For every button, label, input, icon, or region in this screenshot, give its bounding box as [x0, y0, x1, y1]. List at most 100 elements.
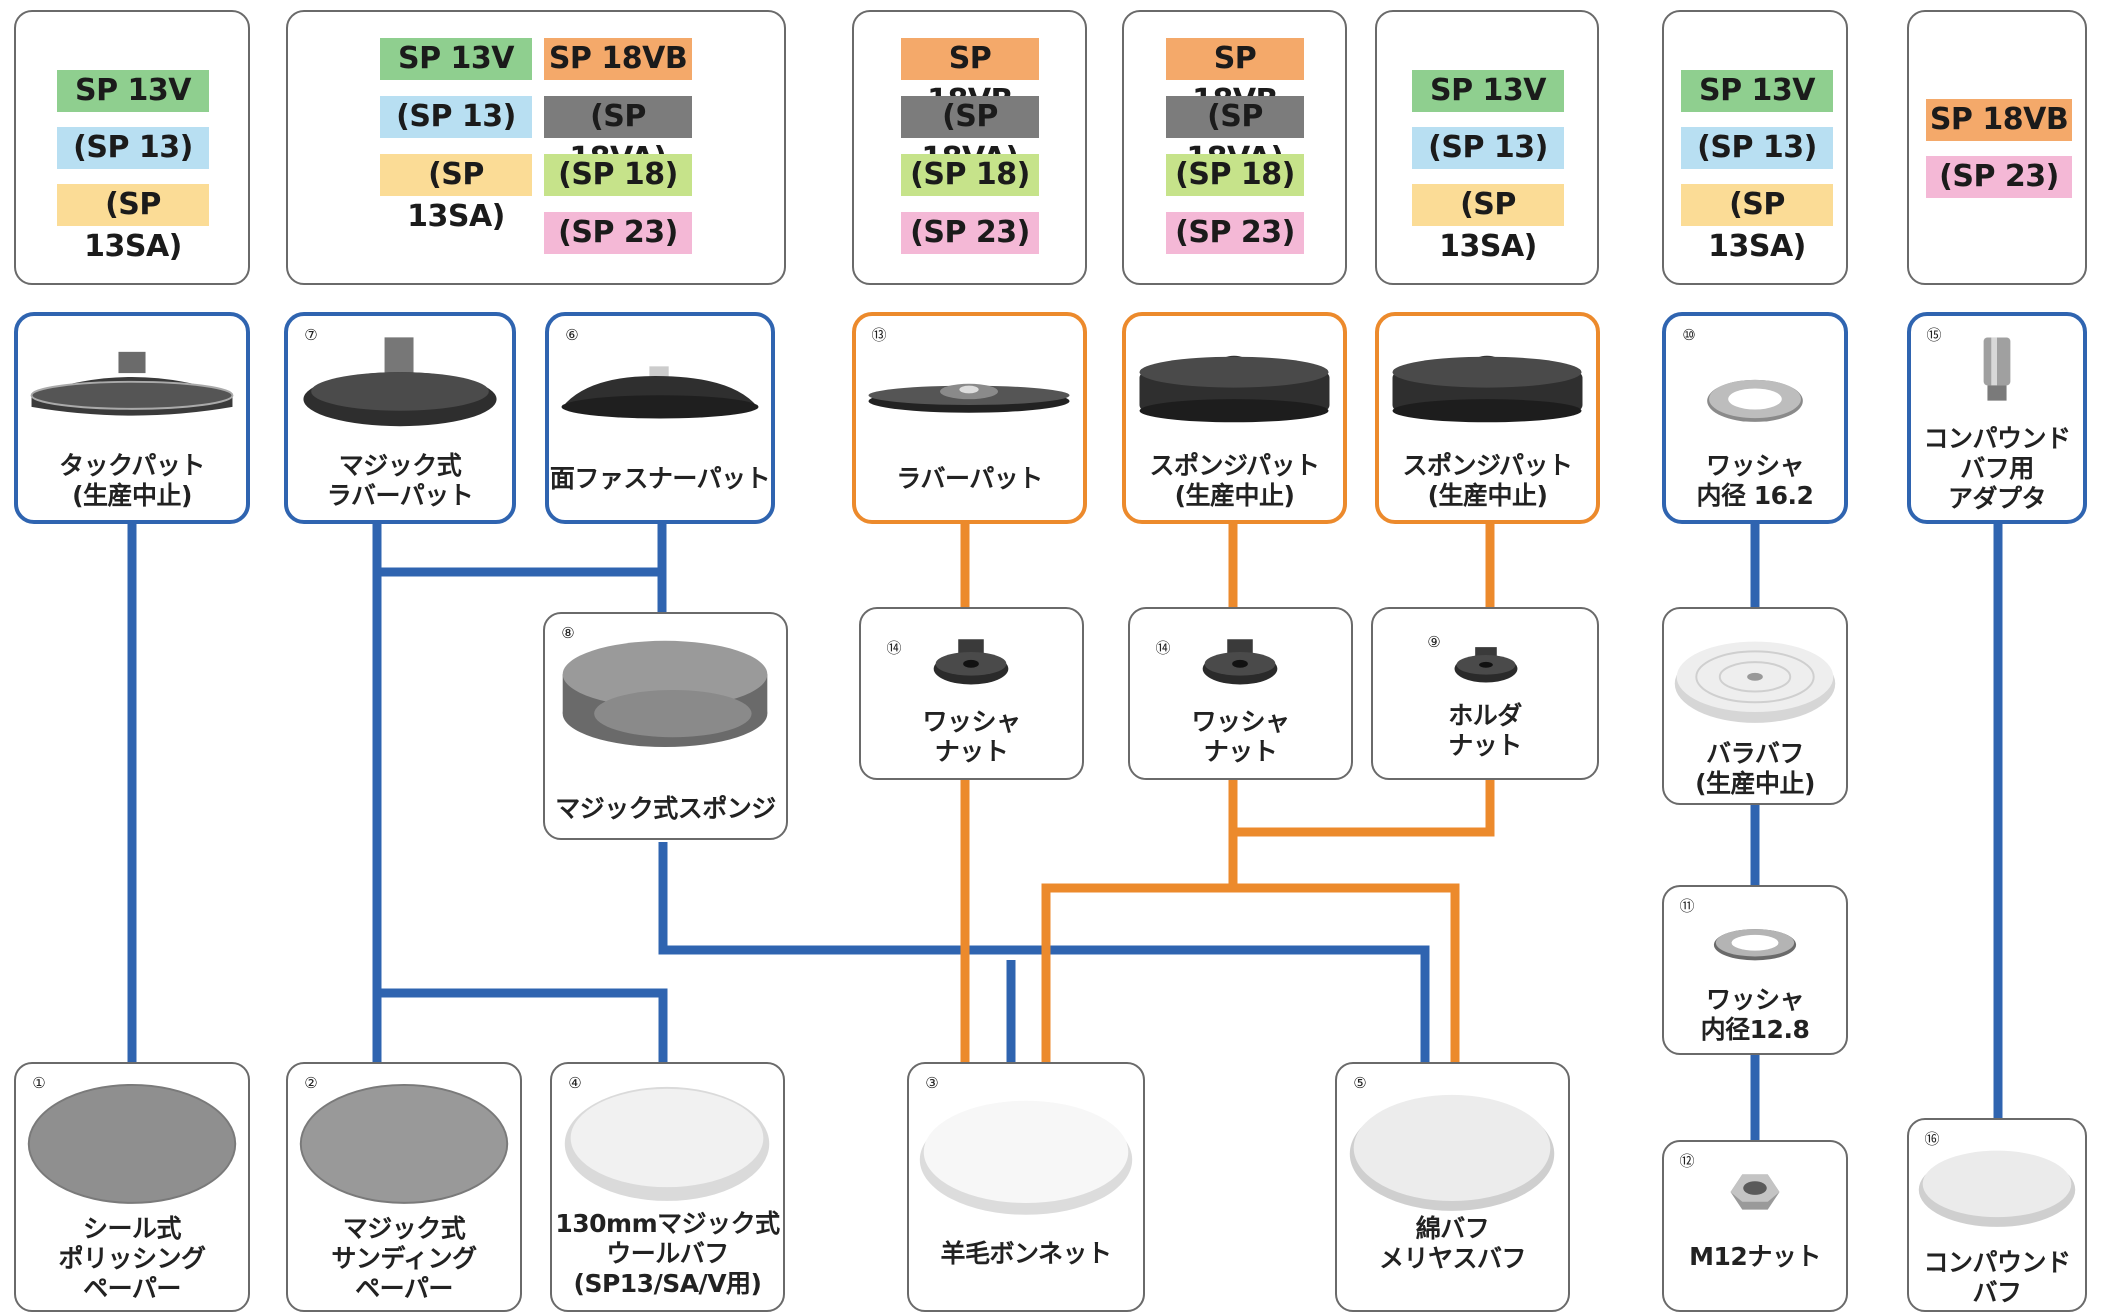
wool-buff-icon [564, 1086, 770, 1201]
sponge-pad-card-1[interactable]: スポンジパット (生産中止) [1122, 312, 1347, 524]
tack-pad-card[interactable]: タックパット (生産中止) [14, 312, 250, 524]
model-group-2: SP 13V SP 18VB (SP 13) (SP 18VA) (SP 13S… [286, 10, 786, 285]
model-sp13: (SP 13) [380, 96, 532, 138]
rubber-pad-icon [868, 383, 1070, 413]
model-group-5: SP 13V (SP 13) (SP 13SA) [1375, 10, 1599, 285]
num-4: ④ [568, 1074, 582, 1092]
compound-buff-label: コンパウンド バフ [1923, 1248, 2071, 1307]
magic-sponge-label: マジック式スポンジ [555, 794, 776, 823]
m12-nut-label: M12ナット [1689, 1242, 1821, 1271]
hook-loop-pad-card[interactable]: ⑥ 面ファスナーパット [545, 312, 775, 524]
model-group-1: SP 13V (SP 13) (SP 13SA) [14, 10, 250, 285]
model-sp18: (SP 18) [901, 154, 1039, 196]
wool-bonnet-icon [919, 1100, 1133, 1215]
model-sp23: (SP 23) [544, 212, 692, 254]
wool-buff-card[interactable]: ④ 130mmマジック式 ウールバフ (SP13/SA/V用) [550, 1062, 785, 1312]
rubber-pad-label: ラバーパット [896, 464, 1043, 493]
num-15: ⑮ [1926, 326, 1942, 344]
bara-buff-label: バラバフ (生産中止) [1695, 739, 1815, 798]
model-sp18va: (SP 18VA) [901, 96, 1039, 176]
hook-loop-pad-label: 面ファスナーパット [549, 464, 771, 493]
model-sp18: (SP 18) [1166, 154, 1304, 196]
tack-pad-label: タックパット (生産中止) [59, 451, 205, 510]
model-sp13v: SP 13V [1681, 70, 1833, 112]
compound-buff-card[interactable]: ⑯ コンパウンド バフ [1907, 1118, 2087, 1312]
compound-adapter-label: コンパウンド バフ用 アダプタ [1923, 424, 2071, 513]
hook-loop-pad-icon [561, 366, 759, 419]
bara-buff-icon [1674, 641, 1836, 723]
m12-nut-card[interactable]: ⑫ M12ナット [1662, 1140, 1848, 1312]
cotton-buff-label: 綿バフ メリヤスバフ [1378, 1214, 1527, 1273]
model-sp13sa: (SP 13SA) [1681, 184, 1833, 264]
model-sp13sa: (SP 13SA) [57, 184, 209, 264]
compound-adapter-card[interactable]: ⑮ コンパウンド バフ用 アダプタ [1907, 312, 2087, 524]
num-9: ⑨ [1427, 633, 1441, 651]
polishing-paper-label: シール式 ポリッシング ペーパー [58, 1214, 206, 1303]
model-sp23: (SP 23) [1926, 156, 2072, 198]
model-sp18vb: SP 18VB [544, 38, 692, 80]
model-sp13v: SP 13V [1412, 70, 1564, 112]
line-sponge-to-wool [377, 988, 668, 1062]
num-5: ⑤ [1353, 1074, 1367, 1092]
washer-nut-card-2[interactable]: ⑭ ワッシャ ナット [1128, 607, 1353, 780]
model-sp23: (SP 23) [1166, 212, 1304, 254]
num-14: ⑭ [1155, 639, 1171, 657]
wool-bonnet-card[interactable]: ③ 羊毛ボンネット [907, 1062, 1145, 1312]
rubber-pad-card[interactable]: ⑬ ラバーパット [852, 312, 1087, 524]
magic-sponge-card[interactable]: ⑧ マジック式スポンジ [543, 612, 788, 840]
num-10: ⑩ [1682, 326, 1696, 344]
washer-nut-icon [933, 639, 1009, 685]
model-sp13sa: (SP 13SA) [380, 154, 532, 234]
model-sp13: (SP 13) [1681, 127, 1833, 169]
model-sp13: (SP 13) [57, 127, 209, 169]
polishing-paper-card[interactable]: ① シール式 ポリッシング ペーパー [14, 1062, 250, 1312]
m12-nut-icon [1730, 1174, 1780, 1210]
cotton-buff-card[interactable]: ⑤ 綿バフ メリヤスバフ [1335, 1062, 1570, 1312]
washer-16-label: ワッシャ 内径 16.2 [1696, 451, 1814, 510]
num-2: ② [304, 1074, 318, 1092]
holder-nut-label: ホルダ ナット [1448, 701, 1522, 760]
num-12: ⑫ [1679, 1152, 1695, 1170]
model-group-7: SP 18VB (SP 23) [1907, 10, 2087, 285]
num-14: ⑭ [886, 639, 902, 657]
washer-nut-card-1[interactable]: ⑭ ワッシャ ナット [859, 607, 1084, 780]
washer-nut-icon [1202, 639, 1278, 685]
bara-buff-card[interactable]: バラバフ (生産中止) [1662, 607, 1848, 805]
model-sp18va: (SP 18VA) [544, 96, 692, 176]
polishing-paper-icon [27, 1083, 237, 1204]
num-6: ⑥ [565, 326, 579, 344]
holder-nut-icon [1454, 647, 1518, 683]
compound-buff-icon [1918, 1150, 2076, 1227]
line-nuts-to-buffs [1041, 883, 1460, 1062]
model-sp18: (SP 18) [544, 154, 692, 196]
wool-bonnet-label: 羊毛ボンネット [940, 1239, 1112, 1268]
line-nuts-join [1228, 780, 1495, 885]
sponge-pad-card-2[interactable]: スポンジパット (生産中止) [1375, 312, 1600, 524]
sponge-pad-label-1: スポンジパット (生産中止) [1149, 451, 1320, 510]
model-sp18va: (SP 18VA) [1166, 96, 1304, 176]
magic-rubber-pad-card[interactable]: ⑦ マジック式 ラバーパット [284, 312, 516, 524]
model-sp13: (SP 13) [1412, 127, 1564, 169]
tack-pad-icon [30, 351, 234, 416]
washer-12-label: ワッシャ 内径12.8 [1700, 985, 1810, 1044]
sponge-pad-icon [1392, 355, 1583, 423]
model-sp13v: SP 13V [57, 70, 209, 112]
magic-rubber-pad-label: マジック式 ラバーパット [326, 451, 474, 510]
num-8: ⑧ [561, 624, 575, 642]
washer-nut-label-1: ワッシャ ナット [922, 707, 1021, 766]
magic-sponge-icon [562, 640, 768, 748]
num-11: ⑪ [1679, 897, 1695, 915]
washer-icon [1707, 379, 1803, 422]
sanding-paper-label: マジック式 サンディング ペーパー [331, 1214, 477, 1303]
magic-rubber-pad-icon [303, 337, 497, 427]
model-sp18vb: SP 18VB [901, 38, 1039, 118]
sponge-pad-icon [1139, 355, 1330, 423]
washer-12-card[interactable]: ⑪ ワッシャ 内径12.8 [1662, 885, 1848, 1055]
model-sp18vb: SP 18VB [1926, 99, 2072, 141]
cotton-buff-icon [1349, 1094, 1555, 1211]
wool-buff-label: 130mmマジック式 ウールバフ (SP13/SA/V用) [555, 1209, 780, 1298]
sanding-paper-card[interactable]: ② マジック式 サンディング ペーパー [286, 1062, 522, 1312]
holder-nut-card[interactable]: ⑨ ホルダ ナット [1371, 607, 1599, 780]
washer-16-card[interactable]: ⑩ ワッシャ 内径 16.2 [1662, 312, 1848, 524]
